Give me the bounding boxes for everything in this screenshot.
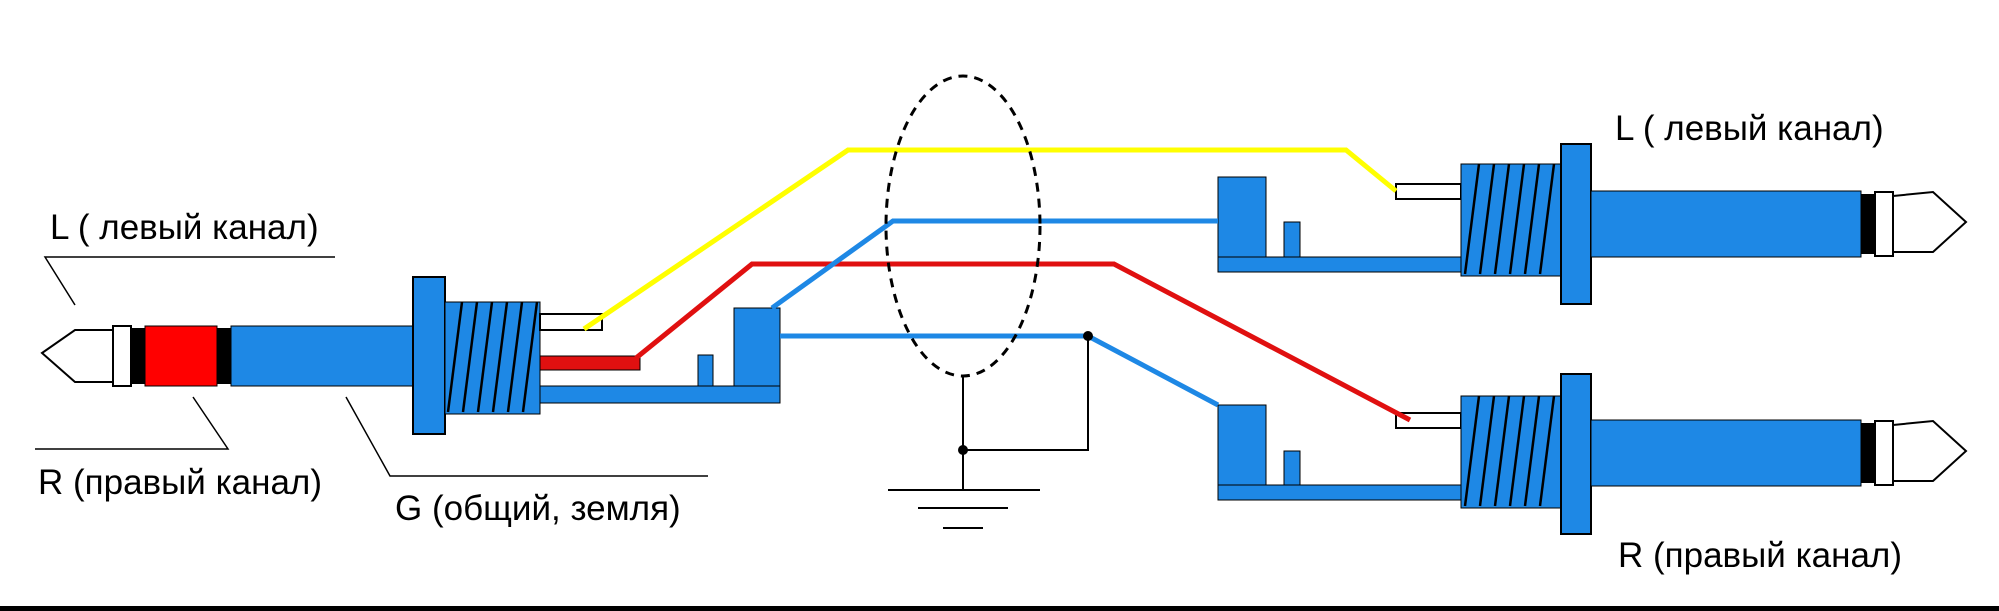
right-lower-tip-collar (1874, 420, 1894, 486)
left-plug-sleeve-lug (733, 307, 781, 387)
right-upper-tab (1283, 221, 1301, 258)
wire-blue-ground-lower (780, 333, 1220, 408)
label-left-g: G (общий, земля) (395, 489, 681, 528)
left-plug-ring (144, 325, 218, 387)
label-right-r: R (правый канал) (1618, 536, 1902, 575)
wire-red-right-channel (634, 261, 1412, 423)
left-trs-plug (40, 276, 781, 435)
right-upper-sleeve-terminal (1217, 256, 1462, 273)
shield-icon (884, 74, 1042, 378)
left-plug-sleeve-terminal (539, 385, 781, 404)
left-plug-tip-collar (112, 325, 132, 387)
right-lower-thread-lines (1463, 395, 1556, 507)
right-lower-flange (1560, 373, 1592, 535)
right-lower-ts-plug (1217, 373, 1968, 535)
right-lower-tip (1892, 419, 1968, 482)
label-left-r: R (правый канал) (38, 463, 322, 502)
left-plug-insulator-1 (131, 328, 145, 384)
left-plug-flange (412, 276, 446, 435)
right-lower-sleeve (1590, 419, 1862, 487)
right-upper-thread-lines (1463, 163, 1556, 275)
ground-connection (962, 336, 1089, 490)
wire-blue-ground-upper (770, 218, 1218, 311)
wire-yellow-left-channel (582, 147, 1398, 332)
label-right-l: L ( левый канал) (1615, 109, 1884, 148)
left-plug-sleeve (230, 325, 415, 387)
leader-lines (35, 256, 708, 477)
junction-dot-ground (958, 445, 968, 455)
right-upper-lug (1217, 176, 1267, 258)
label-left-l: L ( левый канал) (50, 208, 319, 247)
bottom-border (0, 606, 1999, 611)
leader-left-l (43, 256, 335, 306)
right-upper-ts-plug (1217, 143, 1968, 305)
right-upper-sleeve (1590, 190, 1862, 258)
right-lower-insulator (1861, 423, 1875, 483)
right-lower-sleeve-terminal (1217, 484, 1462, 501)
leader-left-g (345, 396, 708, 477)
left-plug-sleeve-tab (697, 354, 714, 387)
left-plug-tip (40, 329, 116, 383)
right-upper-tip (1892, 190, 1968, 253)
ground-icon (888, 489, 1040, 529)
right-lower-tab (1283, 450, 1301, 486)
left-plug-insulator-2 (217, 328, 231, 384)
right-upper-tip-collar (1874, 191, 1894, 257)
junction-dot-wire (1083, 331, 1093, 341)
right-upper-insulator (1861, 194, 1875, 254)
right-upper-tip-terminal (1395, 183, 1462, 200)
left-plug-ring-terminal (539, 355, 641, 371)
right-lower-lug (1217, 404, 1267, 486)
right-upper-flange (1560, 143, 1592, 305)
leader-left-r (35, 396, 230, 450)
left-plug-thread-lines (446, 301, 539, 413)
wires (582, 147, 1412, 423)
